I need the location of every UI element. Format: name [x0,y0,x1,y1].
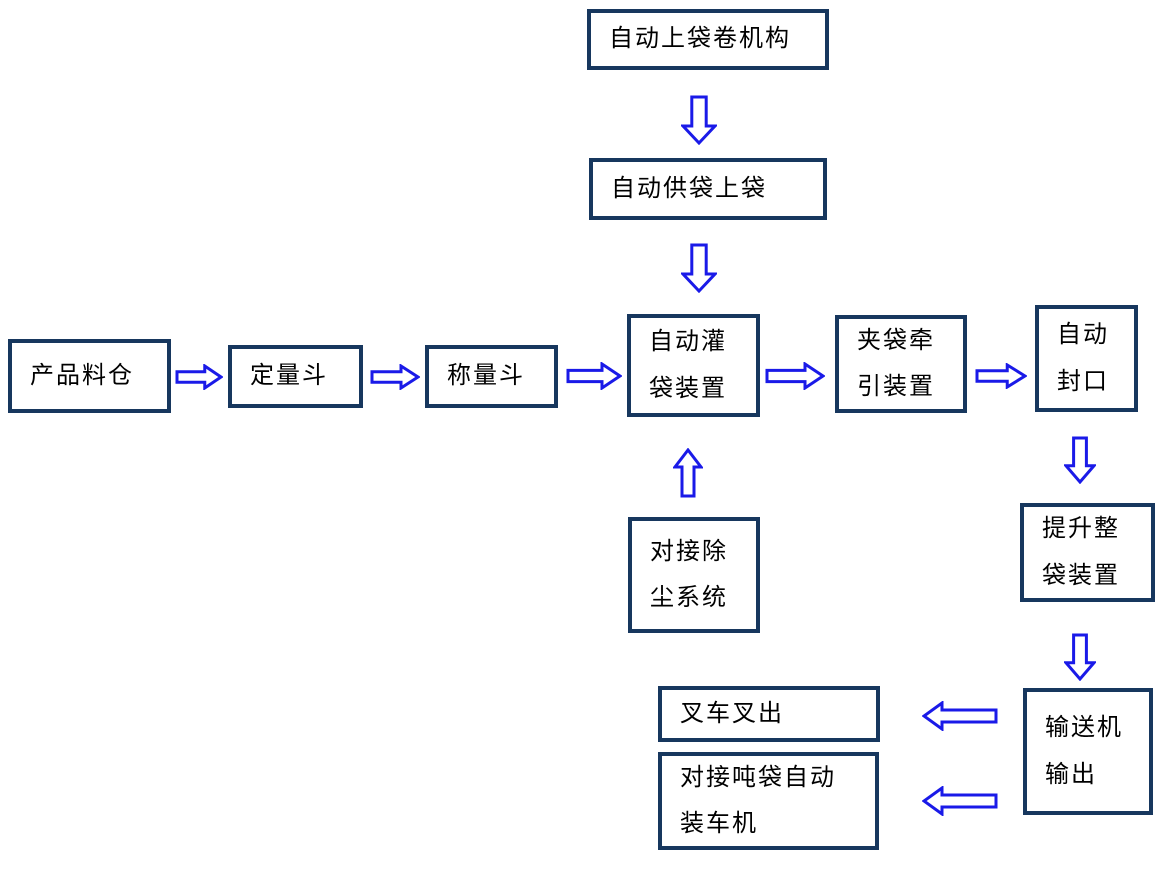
flow-node-dosing-hopper: 定量斗 [228,345,363,408]
flow-node-product-silo: 产品料仓 [8,339,171,413]
flow-node-label: 对接吨袋自动 装车机 [680,763,836,837]
flow-node-label: 称量斗 [447,362,525,390]
flow-node-label: 对接除 尘系统 [650,537,728,611]
flow-node-label: 提升整 袋装置 [1042,515,1120,589]
flow-node-label: 产品料仓 [30,361,134,389]
flow-node-label: 定量斗 [250,362,328,390]
right-block-arrow-icon [765,362,825,390]
right-block-arrow-icon [175,364,223,390]
flow-node-bag-lifting-device: 提升整 袋装置 [1020,503,1155,602]
flow-node-label: 自动 封口 [1057,321,1109,395]
flow-node-label: 自动上袋卷机构 [609,25,791,53]
down-block-arrow-icon [1064,633,1096,681]
right-block-arrow-icon [370,364,420,390]
right-block-arrow-icon [975,363,1027,389]
left-block-arrow-icon [922,786,998,816]
flow-node-auto-filling-device: 自动灌 袋装置 [627,314,760,417]
flow-node-dust-removal-system: 对接除 尘系统 [628,517,760,633]
flow-node-forklift-out: 叉车叉出 [658,686,880,742]
flow-node-bag-clamp-traction: 夹袋牵 引装置 [835,315,967,413]
flow-node-ton-bag-truck-loader: 对接吨袋自动 装车机 [658,752,879,850]
flow-node-auto-bag-supply: 自动供袋上袋 [589,158,827,220]
up-block-arrow-icon [673,448,703,498]
flow-node-label: 夹袋牵 引装置 [857,326,935,400]
left-block-arrow-icon [922,701,998,731]
flow-node-label: 输送机 输出 [1045,714,1123,788]
flow-node-label: 自动供袋上袋 [611,174,767,202]
flow-node-auto-bag-roll-mechanism: 自动上袋卷机构 [587,9,829,70]
down-block-arrow-icon [681,243,717,293]
flow-node-label: 叉车叉出 [680,699,784,727]
flow-node-conveyor-output: 输送机 输出 [1023,688,1153,815]
down-block-arrow-icon [1064,436,1096,484]
right-block-arrow-icon [566,362,622,390]
flow-node-label: 自动灌 袋装置 [649,328,727,402]
flow-node-weighing-hopper: 称量斗 [425,345,558,408]
down-block-arrow-icon [681,95,717,145]
flow-node-auto-sealing: 自动 封口 [1035,305,1138,412]
